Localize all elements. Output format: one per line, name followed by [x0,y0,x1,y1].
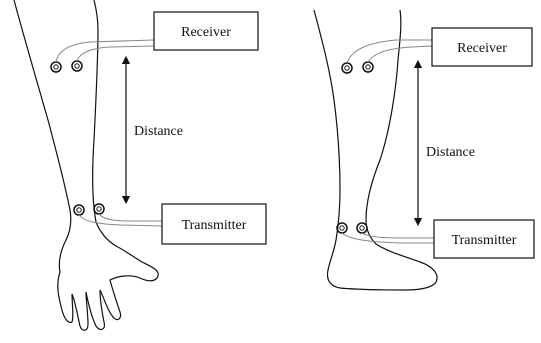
arm-receiver-electrodes [51,61,82,72]
leg-receiver-label: Receiver [457,41,507,56]
arm-distance-label: Distance [134,124,183,139]
leg-receiver-leads [347,40,432,63]
leg-distance-label: Distance [426,145,475,160]
arm-transmitter-label: Transmitter [182,218,247,233]
right-panel-leg: Distance Receiver Transmitter [314,10,534,290]
arm-receiver-label: Receiver [181,25,231,40]
leg-receiver-electrodes [342,62,373,73]
leg-transmitter-leads [342,233,434,243]
arm-outline [14,0,158,330]
arm-receiver-leads [56,40,154,62]
left-panel-arm: Distance Receiver Transmitter [14,0,266,330]
leg-transmitter-label: Transmitter [452,233,517,248]
arm-transmitter-leads [79,214,162,226]
leg-transmitter-electrodes [337,223,367,233]
arm-transmitter-electrodes [74,204,104,215]
